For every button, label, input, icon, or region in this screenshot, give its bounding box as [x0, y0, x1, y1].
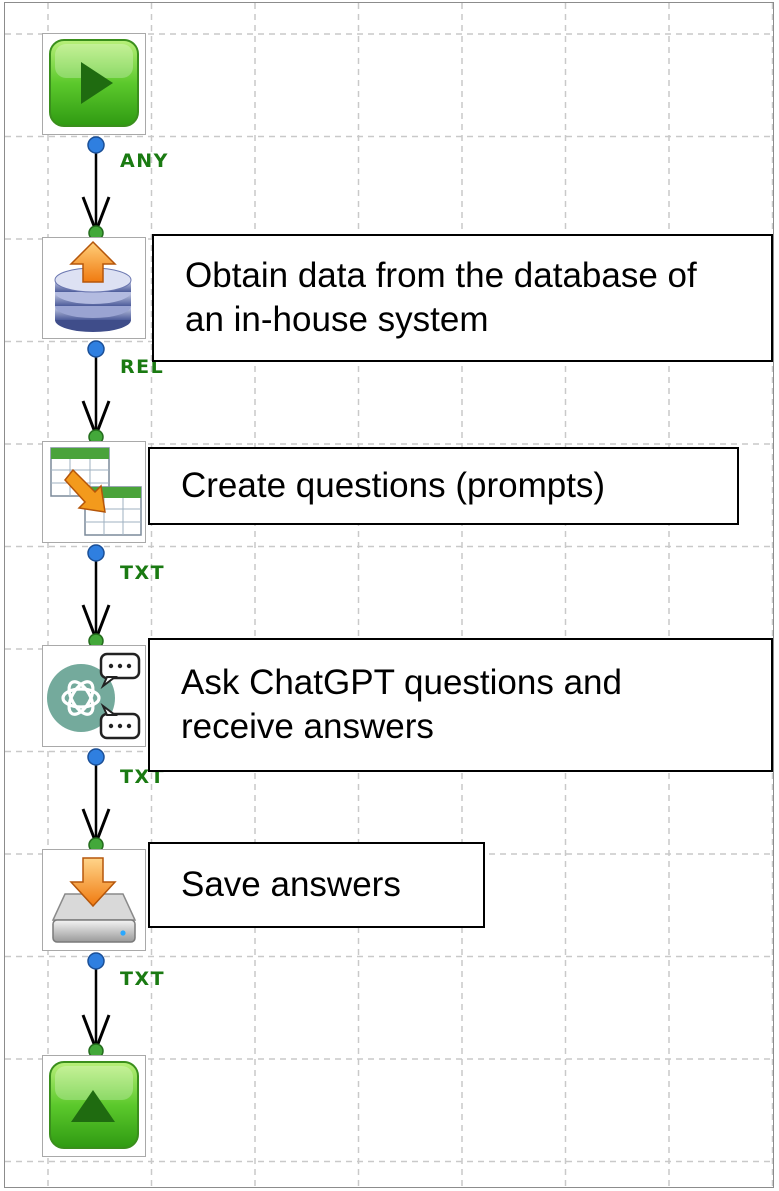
- diagram-canvas: [4, 2, 774, 1188]
- database-node[interactable]: [42, 237, 146, 339]
- save-drive-icon: [51, 857, 137, 943]
- save-node[interactable]: [42, 849, 146, 951]
- step-callout-obtain-data: Obtain data from the database of an in-h…: [152, 234, 773, 362]
- start-icon: [49, 39, 139, 127]
- callout-text: Create questions (prompts): [181, 466, 606, 505]
- transform-node[interactable]: [42, 441, 146, 543]
- end-icon: [49, 1061, 139, 1149]
- connector-label-txt: TXT: [120, 562, 166, 584]
- chatgpt-node[interactable]: [42, 645, 146, 747]
- table-transform-icon: [50, 447, 142, 536]
- start-node[interactable]: [42, 33, 146, 135]
- background-grid: [5, 3, 773, 1187]
- step-callout-save-answers: Save answers: [148, 842, 485, 928]
- callout-text: Ask ChatGPT questions and receive answer…: [181, 663, 622, 746]
- callout-text: Obtain data from the database of an in-h…: [185, 256, 697, 339]
- step-callout-ask-chatgpt: Ask ChatGPT questions and receive answer…: [148, 638, 773, 772]
- callout-text: Save answers: [181, 865, 401, 904]
- end-node[interactable]: [42, 1055, 146, 1157]
- step-callout-create-questions: Create questions (prompts): [148, 447, 739, 525]
- database-export-icon: [54, 240, 132, 332]
- connector-label-any: ANY: [120, 150, 169, 172]
- connector-label-txt: TXT: [120, 968, 166, 990]
- chatgpt-chat-icon: [47, 652, 141, 740]
